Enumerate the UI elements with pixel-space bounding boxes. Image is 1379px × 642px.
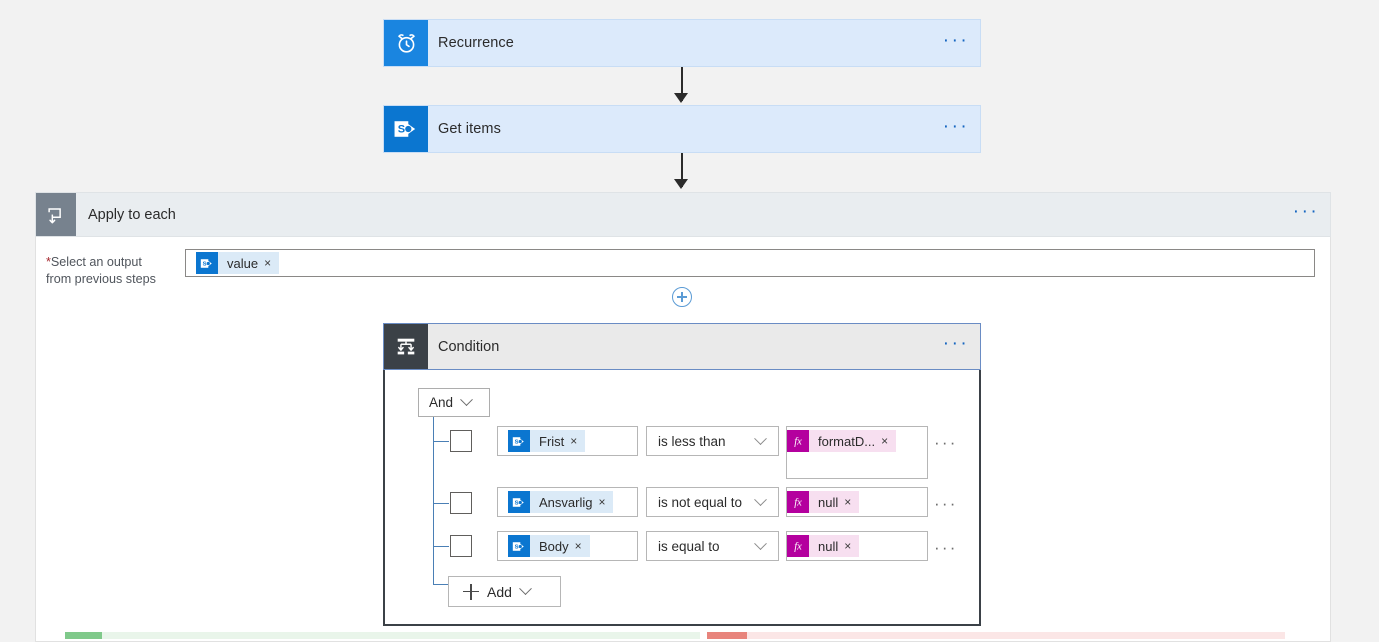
connector-line — [681, 153, 683, 187]
token-field[interactable]: S Ansvarlig × — [508, 491, 614, 513]
chevron-down-icon — [754, 432, 767, 446]
token-field[interactable]: S Body × — [508, 535, 590, 557]
condition-operator-dropdown[interactable]: is less than — [646, 426, 779, 456]
condition-tree-branch — [433, 441, 449, 442]
chevron-down-icon — [754, 493, 767, 507]
condition-operator-value: is not equal to — [658, 494, 743, 510]
token-label: Body — [539, 538, 569, 554]
sharepoint-icon: S — [508, 430, 530, 452]
svg-text:S: S — [398, 124, 405, 136]
alarm-clock-icon — [384, 20, 428, 66]
svg-text:fx: fx — [794, 542, 802, 553]
flow-step-get-items[interactable]: S Get items ··· — [383, 105, 981, 153]
condition-no-branch-bar — [707, 632, 1285, 639]
condition-value-input[interactable]: fx formatD... × — [786, 426, 928, 479]
token-expression[interactable]: fx null × — [787, 491, 860, 513]
condition-field-input[interactable]: S Frist × — [497, 426, 638, 456]
chevron-down-icon — [519, 582, 532, 596]
scope-title: Apply to each — [88, 206, 176, 223]
fx-icon: fx — [787, 430, 809, 452]
flow-step-title: Recurrence — [438, 35, 514, 51]
add-condition-button[interactable]: Add — [448, 576, 561, 607]
token-label: null — [818, 538, 839, 554]
token-remove-icon[interactable]: × — [598, 495, 606, 509]
scope-menu-button[interactable]: ··· — [1292, 201, 1320, 222]
token-remove-icon[interactable]: × — [844, 539, 852, 553]
condition-operator-dropdown[interactable]: is equal to — [646, 531, 779, 561]
condition-no-branch-fill — [707, 632, 747, 639]
sharepoint-icon: S — [508, 535, 530, 557]
fx-icon: fx — [787, 535, 809, 557]
sharepoint-icon: S — [196, 252, 218, 274]
select-output-input[interactable]: S value × — [185, 249, 1315, 277]
apply-to-each-header[interactable]: Apply to each ··· — [35, 192, 1331, 237]
condition-field-input[interactable]: S Body × — [497, 531, 638, 561]
output-field-label-line1: Select an output — [50, 255, 142, 269]
condition-tree-branch — [433, 584, 449, 585]
svg-text:S: S — [514, 439, 518, 445]
token-remove-icon[interactable]: × — [570, 434, 578, 448]
condition-title: Condition — [438, 338, 500, 355]
token-label: Ansvarlig — [539, 494, 593, 510]
flow-step-title: Get items — [438, 121, 501, 137]
connector-line — [681, 67, 683, 101]
condition-value-input[interactable]: fx null × — [786, 531, 928, 561]
condition-row-checkbox[interactable] — [450, 492, 472, 514]
token-expression[interactable]: fx null × — [787, 535, 860, 557]
condition-value-input[interactable]: fx null × — [786, 487, 928, 517]
sharepoint-icon: S — [384, 106, 428, 152]
token-expression[interactable]: fx formatD... × — [787, 430, 897, 452]
sharepoint-icon: S — [508, 491, 530, 513]
condition-row-menu-button[interactable]: ··· — [934, 538, 958, 557]
required-asterisk: * — [46, 255, 51, 269]
output-field-label-line2: from previous steps — [46, 272, 156, 286]
condition-operator-dropdown[interactable]: is not equal to — [646, 487, 779, 517]
condition-yes-branch-fill — [65, 632, 102, 639]
chevron-down-icon — [754, 537, 767, 551]
condition-field-input[interactable]: S Ansvarlig × — [497, 487, 638, 517]
condition-menu-button[interactable]: ··· — [932, 324, 980, 369]
token-remove-icon[interactable]: × — [844, 495, 852, 509]
svg-text:S: S — [514, 544, 518, 550]
token-remove-icon[interactable]: × — [264, 256, 272, 270]
connector-arrow — [674, 93, 688, 103]
condition-row-checkbox[interactable] — [450, 535, 472, 557]
svg-text:fx: fx — [794, 498, 802, 509]
flow-step-recurrence[interactable]: Recurrence ··· — [383, 19, 981, 67]
chevron-down-icon — [460, 393, 473, 407]
condition-row-menu-button[interactable]: ··· — [934, 494, 958, 513]
svg-text:S: S — [202, 261, 206, 267]
condition-tree-trunk — [433, 417, 434, 584]
logic-operator-dropdown[interactable]: And — [418, 388, 490, 417]
token-remove-icon[interactable]: × — [574, 539, 582, 553]
loop-icon — [36, 193, 76, 236]
connector-arrow — [674, 179, 688, 189]
condition-operator-value: is equal to — [658, 538, 720, 554]
output-field-label: *Select an output from previous steps — [46, 254, 181, 288]
token-field[interactable]: S Frist × — [508, 430, 586, 452]
token-label: formatD... — [818, 433, 876, 449]
token-label: value — [227, 255, 259, 271]
token-remove-icon[interactable]: × — [881, 434, 889, 448]
svg-text:fx: fx — [794, 437, 802, 448]
flow-step-menu-button[interactable]: ··· — [942, 29, 970, 51]
condition-branch-icon — [384, 324, 428, 369]
token-value[interactable]: S value × — [196, 252, 280, 274]
flow-step-menu-button[interactable]: ··· — [942, 115, 970, 137]
condition-operator-value: is less than — [658, 433, 726, 449]
condition-row-checkbox[interactable] — [450, 430, 472, 452]
condition-yes-branch-bar — [65, 632, 700, 639]
fx-icon: fx — [787, 491, 809, 513]
add-step-button[interactable] — [672, 287, 692, 307]
condition-tree-branch — [433, 503, 449, 504]
logic-operator-value: And — [429, 395, 454, 410]
svg-text:S: S — [514, 500, 518, 506]
condition-header[interactable]: Condition ··· — [383, 323, 981, 370]
condition-tree-branch — [433, 546, 449, 547]
plus-icon — [463, 583, 479, 600]
condition-row-menu-button[interactable]: ··· — [934, 433, 958, 452]
token-label: Frist — [539, 433, 565, 449]
add-condition-label: Add — [487, 583, 512, 600]
token-label: null — [818, 494, 839, 510]
